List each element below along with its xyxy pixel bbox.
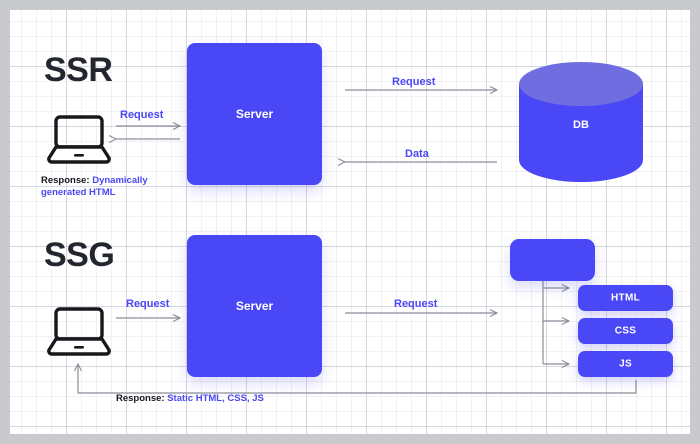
database-cylinder[interactable]: DB [517,62,645,182]
ssr-db-data-label: Data [405,148,429,160]
ssr-server-label: Server [235,107,274,121]
ssg-server-box[interactable]: Server [187,235,322,377]
ssr-response-prefix: Response: [41,175,90,186]
ssr-db-request-label: Request [392,76,436,88]
asset-label-css: CSS [614,325,637,337]
db-label: DB [573,119,589,131]
ssg-response-value: Static HTML, CSS, JS [167,393,264,404]
arrow-ssg-response-path [78,364,637,394]
asset-label-html: HTML [611,292,640,304]
asset-box-js[interactable]: JS [578,351,673,377]
ssg-build-box[interactable] [510,239,595,281]
asset-box-css[interactable]: CSS [578,318,673,344]
laptop-icon [47,306,111,361]
ssr-server-box[interactable]: Server [187,43,322,185]
ssg-server-label: Server [235,299,274,313]
laptop-icon [47,114,111,169]
diagram-canvas: SSR Request Response: Dynamically genera… [10,10,690,434]
ssg-server-request-label: Request [394,298,438,310]
ssr-response-text: Response: Dynamically generated HTML [41,175,166,199]
ssg-heading: SSG [44,236,115,274]
arrow-ssg-assets-branch [542,271,569,364]
ssr-request-label: Request [120,109,164,121]
asset-label-js: JS [619,358,632,370]
ssr-response-value: Dynamically generated HTML [41,175,148,198]
ssg-request-label: Request [126,298,170,310]
asset-box-html[interactable]: HTML [578,285,673,311]
ssr-heading: SSR [44,51,113,89]
ssg-response-prefix: Response: [116,393,165,404]
ssg-response-text: Response: Static HTML, CSS, JS [116,393,264,405]
